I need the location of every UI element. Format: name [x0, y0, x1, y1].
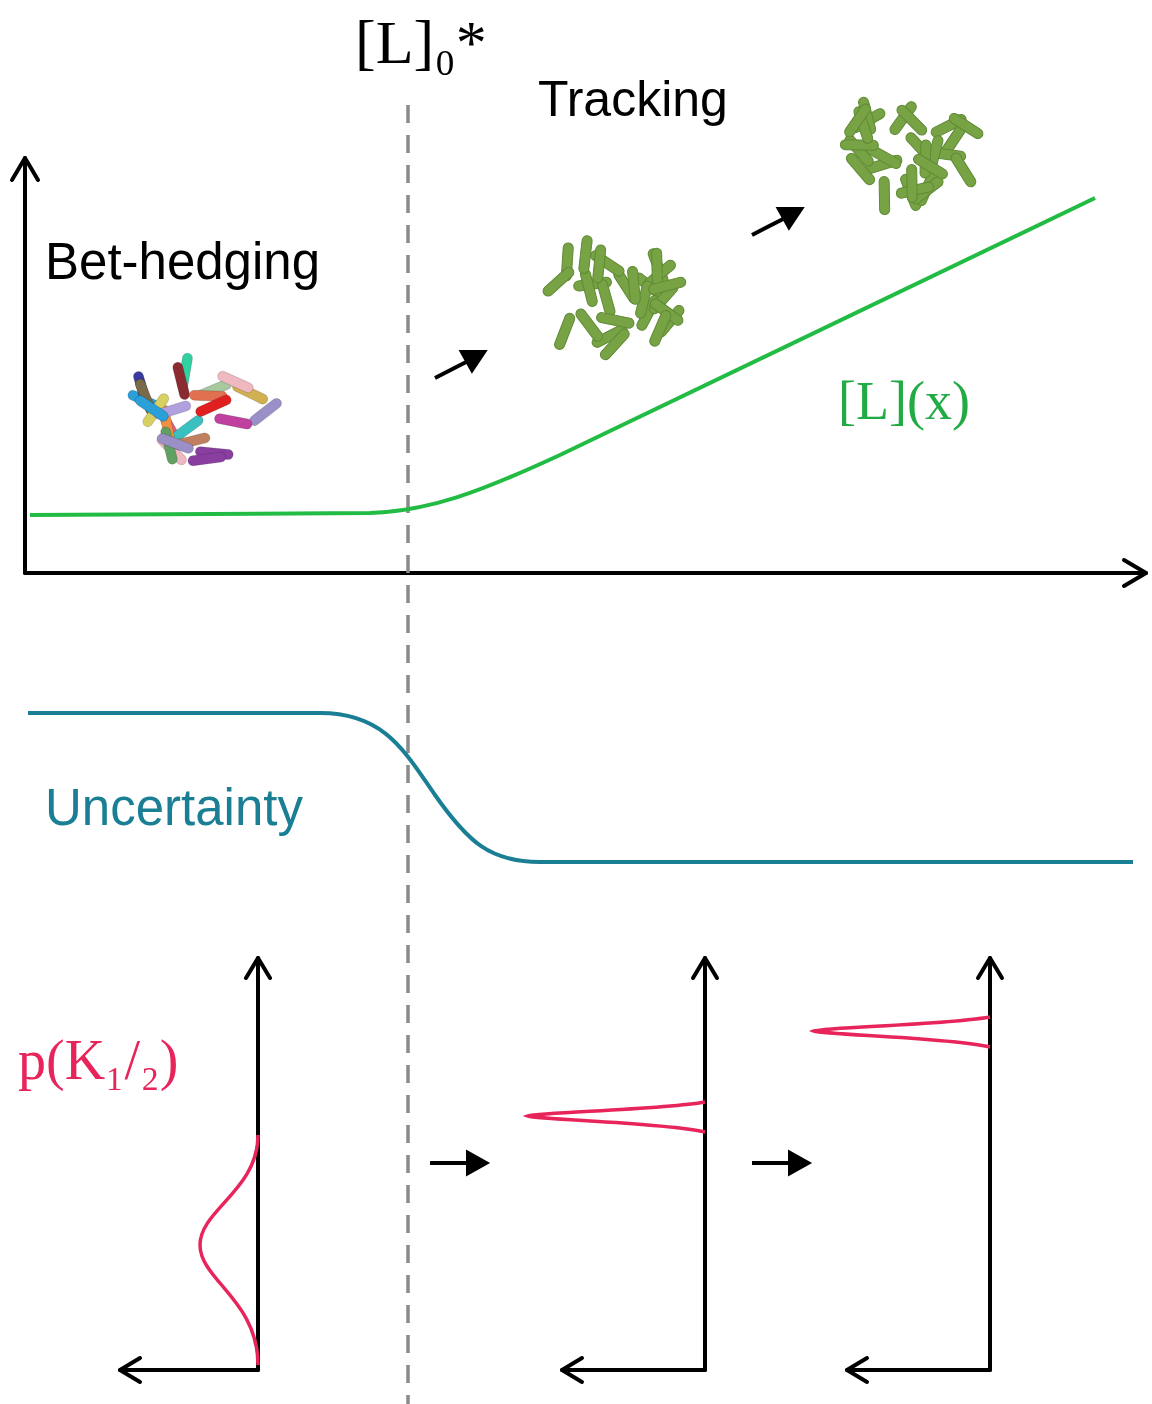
bacterium: [172, 361, 191, 400]
y-axis: [988, 958, 992, 1370]
distribution-label: p(K₁/₂): [18, 1030, 178, 1092]
bacterium: [907, 164, 918, 202]
bacterium: [541, 265, 576, 298]
bacterium: [592, 244, 606, 283]
curve-label: Uncertainty: [45, 780, 303, 836]
x-axis: [847, 1368, 990, 1372]
bacterium: [895, 103, 929, 137]
bacterium: [627, 266, 641, 305]
axis-head: [120, 1358, 140, 1382]
bacterium: [648, 276, 687, 295]
y-axis: [703, 958, 707, 1370]
y-axis: [23, 158, 27, 573]
bacterium: [843, 102, 873, 139]
bacterium: [947, 112, 984, 141]
axis-head: [693, 958, 717, 978]
bacterium: [216, 370, 255, 395]
x-axis: [562, 1368, 705, 1372]
bacterium: [652, 248, 663, 286]
axis-head: [978, 958, 1002, 978]
bacterium: [187, 451, 226, 466]
axes: [12, 158, 1146, 1382]
axis-head: [847, 1358, 867, 1382]
bacterium: [596, 312, 635, 329]
ligand-curve: [30, 198, 1095, 515]
bacterium: [133, 394, 170, 424]
distributions: [200, 1017, 990, 1365]
bacterium: [949, 151, 978, 189]
curve-label: [L](x): [838, 372, 970, 431]
bacterium: [596, 279, 616, 318]
narrow-distribution: [528, 1102, 705, 1132]
bacterium: [156, 432, 195, 455]
axis-head: [562, 1358, 582, 1382]
narrow-distribution: [814, 1017, 990, 1047]
y-axis: [256, 958, 260, 1370]
arrow-shaft: [752, 1161, 792, 1165]
x-axis: [120, 1368, 258, 1372]
phase-label: Tracking: [538, 72, 728, 127]
bacterium: [844, 151, 876, 186]
arrow-shaft: [435, 360, 470, 378]
broad-distribution: [200, 1135, 258, 1365]
bacterium: [578, 235, 592, 274]
axis-head: [246, 958, 270, 978]
bacterium: [879, 176, 890, 214]
arrow-shaft: [430, 1161, 470, 1165]
arrow-head: [779, 209, 801, 227]
x-axis: [25, 571, 1146, 575]
progress-arrows: [430, 209, 808, 1173]
arrow-head: [468, 1153, 486, 1173]
bacterium: [553, 312, 576, 351]
threshold-label: [L]₀*: [355, 8, 487, 76]
bacterium: [214, 413, 253, 430]
axis-head: [1124, 560, 1146, 586]
arrow-head: [462, 352, 484, 370]
arrow-shaft: [752, 217, 787, 235]
phase-label: Bet-hedging: [45, 234, 320, 290]
bacterium: [840, 140, 878, 151]
uncertainty-curve: [28, 713, 1133, 862]
axis-head: [12, 158, 38, 180]
arrow-head: [790, 1153, 808, 1173]
bacterium: [598, 327, 631, 362]
bacterium: [194, 393, 233, 418]
bacterium: [648, 309, 672, 348]
